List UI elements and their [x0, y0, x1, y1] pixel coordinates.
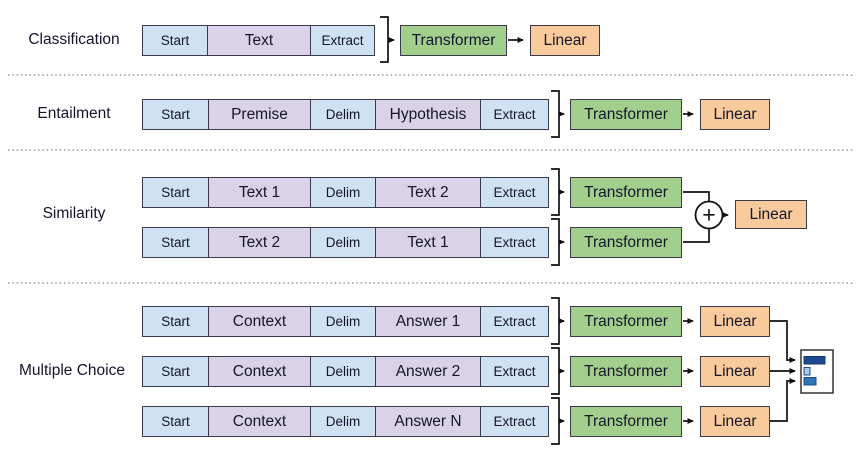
- score-bar-top: [803, 356, 826, 365]
- token-cell-start: Start: [143, 307, 209, 336]
- similarity-input-sequence-2: Start Text 2 Delim Text 1 Extract: [142, 227, 549, 258]
- token-cell-hypothesis: Hypothesis: [376, 100, 481, 129]
- transformer-box-mc-3: Transformer: [570, 406, 682, 437]
- section-label-entailment: Entailment: [37, 105, 111, 122]
- linear-box-similarity: Linear: [735, 200, 807, 229]
- token-cell-start: Start: [143, 407, 209, 436]
- connector-elbow: [683, 229, 710, 243]
- token-cell-delim: Delim: [311, 178, 376, 207]
- linear-box-mc-1: Linear: [700, 306, 770, 337]
- bracket-icon: [551, 90, 560, 138]
- bracket-icon: [380, 16, 389, 63]
- similarity-input-sequence-1: Start Text 1 Delim Text 2 Extract: [142, 177, 549, 208]
- token-cell-start: Start: [143, 228, 209, 257]
- token-cell-start: Start: [143, 178, 209, 207]
- bracket-icon: [551, 397, 560, 445]
- token-cell-answerN: Answer N: [376, 407, 481, 436]
- token-cell-text2: Text 2: [209, 228, 311, 257]
- transformer-box-similarity-2: Transformer: [570, 227, 682, 258]
- token-cell-answer2: Answer 2: [376, 357, 481, 386]
- sum-icon: +: [702, 202, 715, 228]
- bracket-icon: [551, 297, 560, 345]
- token-cell-extract: Extract: [481, 307, 548, 336]
- token-cell-delim: Delim: [311, 357, 376, 386]
- linear-box-mc-3: Linear: [700, 406, 770, 437]
- transformer-box-classification: Transformer: [400, 25, 507, 56]
- bracket-icon: [551, 168, 560, 216]
- token-cell-context: Context: [209, 357, 311, 386]
- token-cell-text: Text: [208, 26, 311, 55]
- bracket-icon: [551, 347, 560, 395]
- multiple-choice-input-sequence-1: Start Context Delim Answer 1 Extract: [142, 306, 549, 337]
- multiple-choice-input-sequence-3: Start Context Delim Answer N Extract: [142, 406, 549, 437]
- token-cell-context: Context: [209, 307, 311, 336]
- token-cell-delim: Delim: [311, 100, 376, 129]
- token-cell-delim: Delim: [311, 228, 376, 257]
- token-cell-text1: Text 1: [376, 228, 481, 257]
- transformer-box-mc-2: Transformer: [570, 356, 682, 387]
- sum-node: [694, 200, 724, 230]
- token-cell-answer1: Answer 1: [376, 307, 481, 336]
- transformer-box-entailment: Transformer: [570, 99, 682, 130]
- classification-input-sequence: Start Text Extract: [142, 25, 375, 56]
- token-cell-delim: Delim: [311, 407, 376, 436]
- token-cell-extract: Extract: [481, 228, 548, 257]
- token-cell-premise: Premise: [209, 100, 311, 129]
- token-cell-extract: Extract: [481, 407, 548, 436]
- token-cell-text2: Text 2: [376, 178, 481, 207]
- token-cell-extract: Extract: [481, 100, 548, 129]
- linear-box-entailment: Linear: [700, 99, 770, 130]
- section-label-similarity: Similarity: [42, 205, 106, 222]
- linear-box-classification: Linear: [530, 25, 600, 56]
- token-cell-text1: Text 1: [209, 178, 311, 207]
- score-bar-middle: [803, 367, 811, 376]
- section-label-classification: Classification: [28, 31, 120, 48]
- token-cell-start: Start: [143, 100, 209, 129]
- transformer-box-similarity-1: Transformer: [570, 177, 682, 208]
- token-cell-extract: Extract: [481, 178, 548, 207]
- token-cell-start: Start: [143, 26, 208, 55]
- section-label-multiple-choice: Multiple Choice: [19, 362, 125, 379]
- connector-elbow: [683, 191, 710, 201]
- token-cell-delim: Delim: [311, 307, 376, 336]
- linear-box-mc-2: Linear: [700, 356, 770, 387]
- bracket-icon: [551, 218, 560, 266]
- token-cell-context: Context: [209, 407, 311, 436]
- token-cell-extract: Extract: [481, 357, 548, 386]
- multiple-choice-input-sequence-2: Start Context Delim Answer 2 Extract: [142, 356, 549, 387]
- score-bar-bottom: [803, 377, 817, 386]
- entailment-input-sequence: Start Premise Delim Hypothesis Extract: [142, 99, 549, 130]
- token-cell-start: Start: [143, 357, 209, 386]
- token-cell-extract: Extract: [311, 26, 374, 55]
- transformer-box-mc-1: Transformer: [570, 306, 682, 337]
- connector-elbow: [770, 320, 796, 363]
- connector-elbow: [770, 378, 796, 422]
- answer-scores-chart: [800, 349, 834, 394]
